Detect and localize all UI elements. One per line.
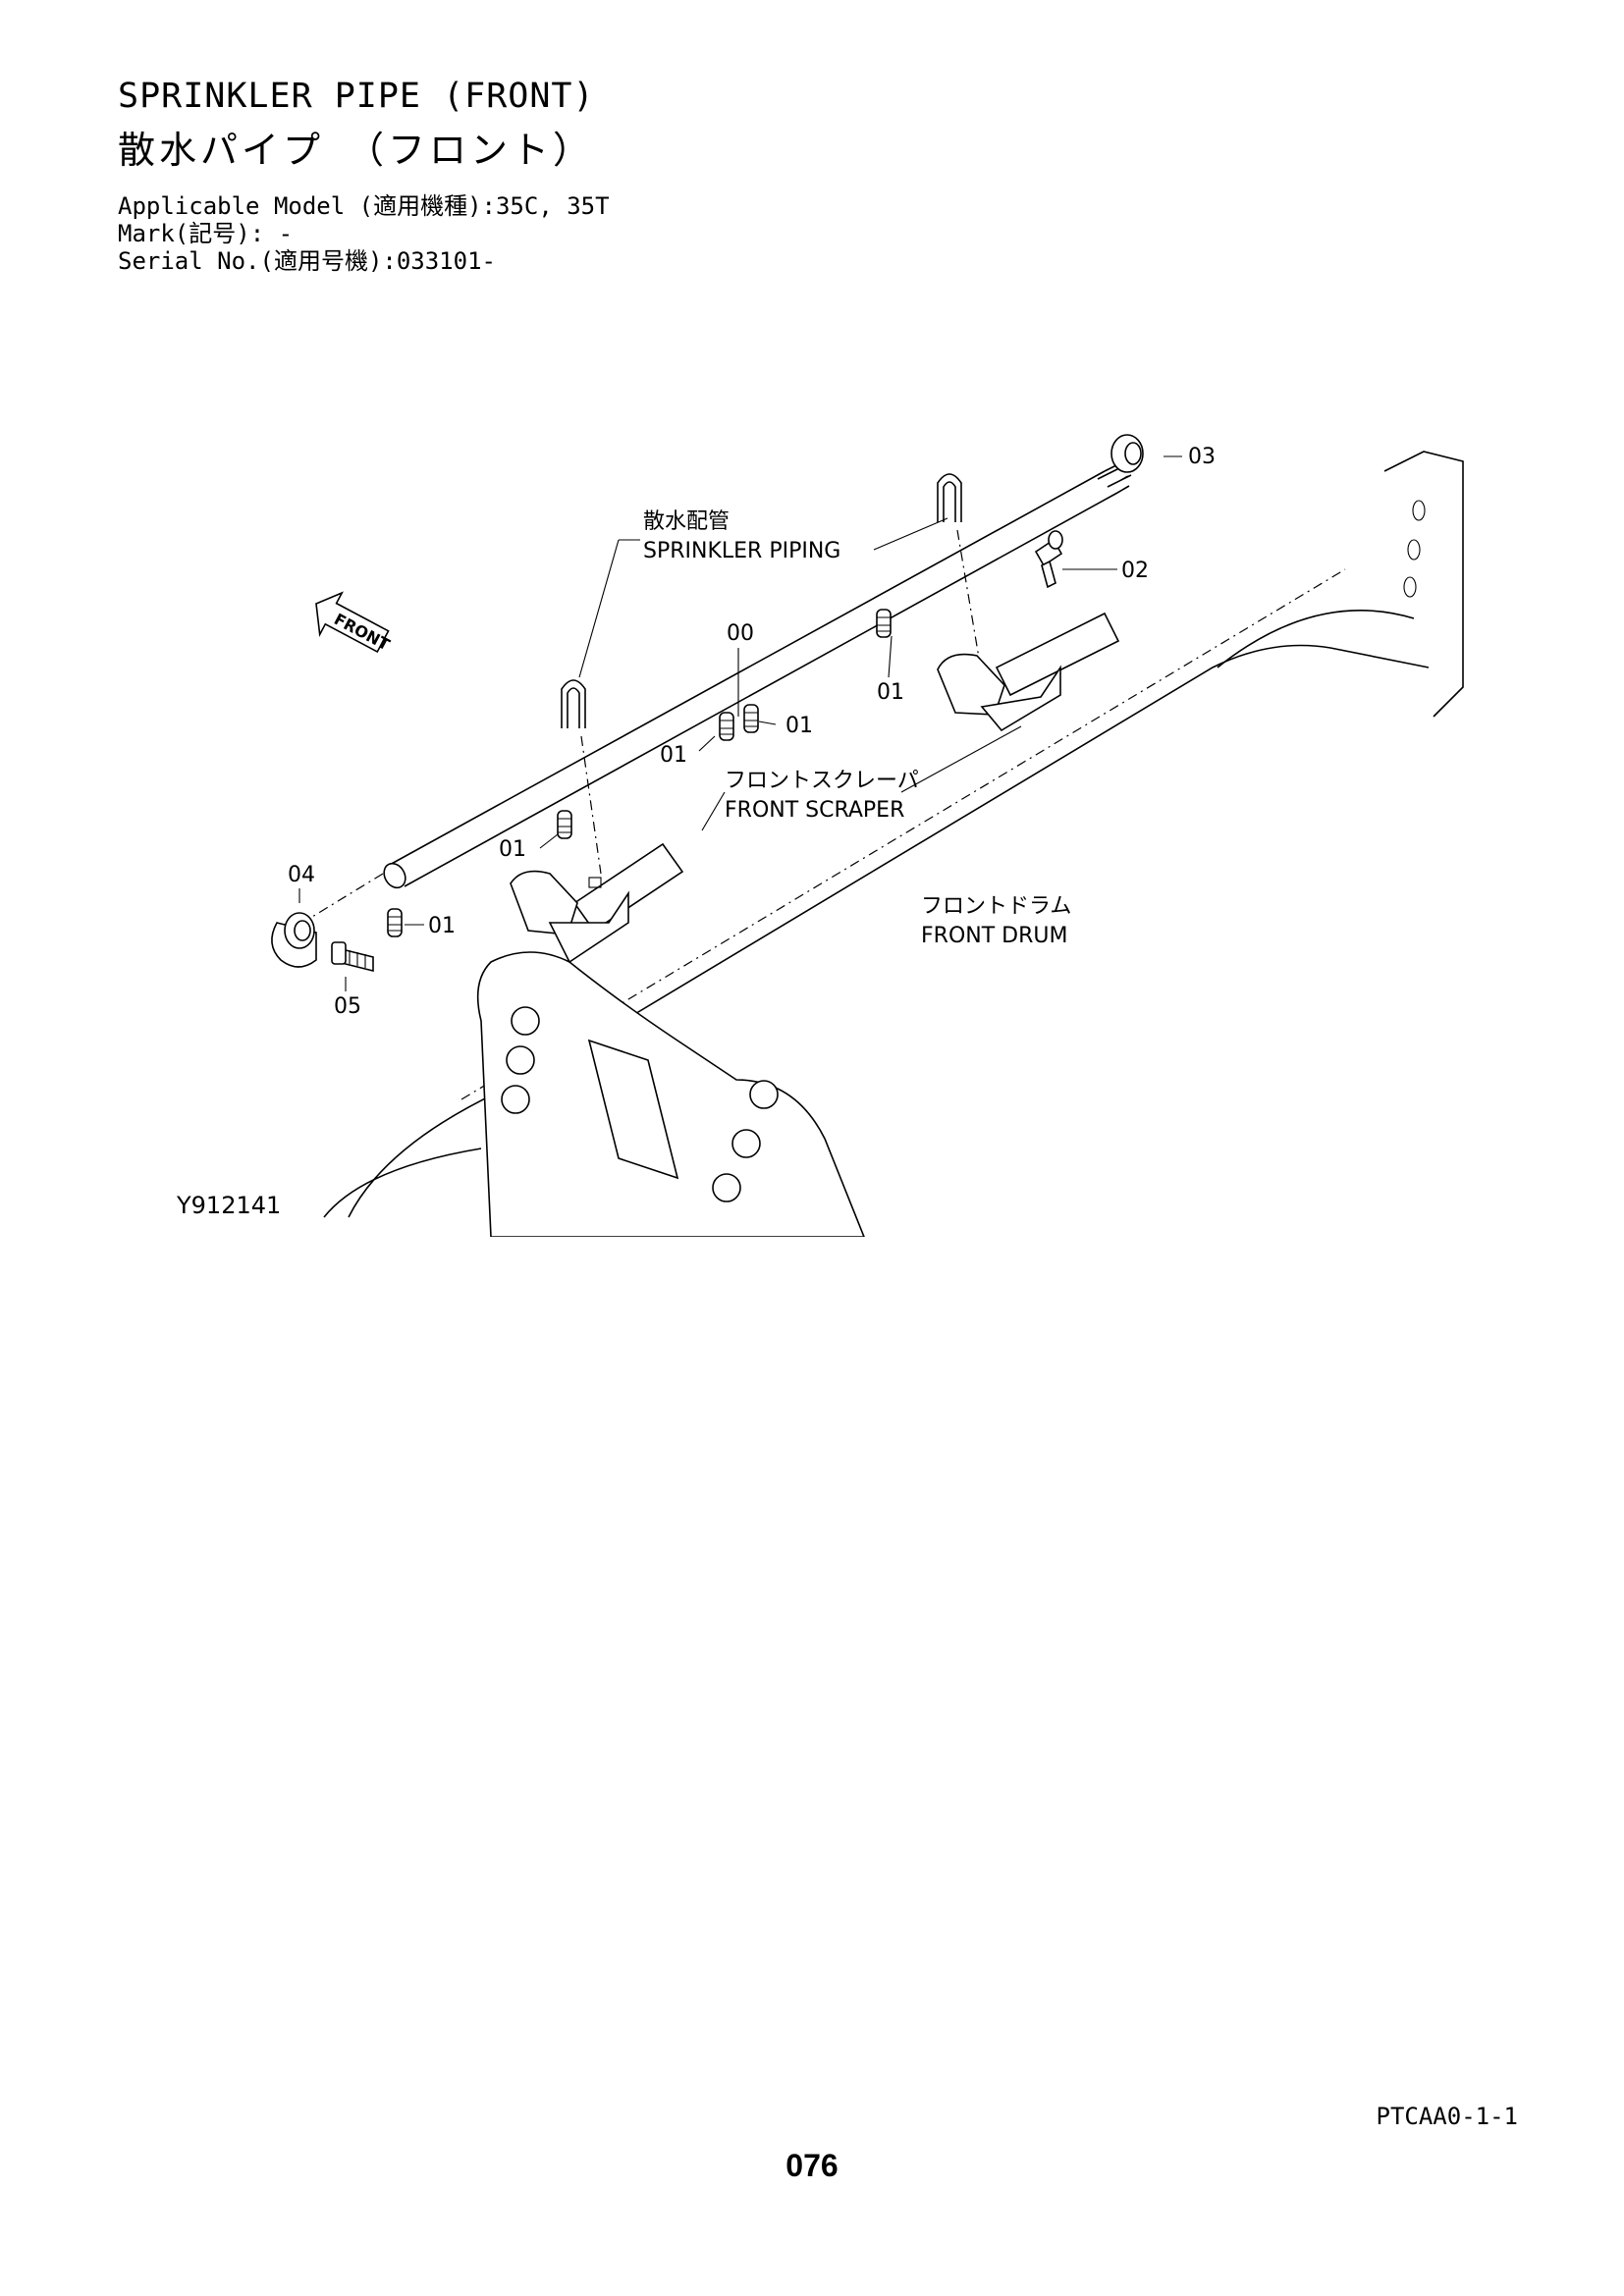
serial-number: Serial No.(適用号機):033101- [118, 247, 496, 275]
nozzle-group [387, 609, 892, 937]
scraper-bracket-right [937, 612, 1120, 732]
applicable-model: Applicable Model (適用機種):35C, 35T [118, 192, 610, 220]
sprinkler-piping-label-en: SPRINKLER PIPING [643, 539, 840, 563]
callout-01: 01 [660, 743, 687, 768]
callout-00: 00 [727, 621, 754, 646]
sprinkler-pipe [294, 462, 1132, 929]
callout-05: 05 [334, 994, 361, 1019]
scraper-bracket-left [510, 842, 684, 964]
pipe-cap [1110, 434, 1144, 473]
hose-nipple [331, 941, 374, 973]
front-scraper-label-jp: フロントスクレーパ [725, 769, 919, 793]
callout-04: 04 [288, 863, 315, 887]
page-number: 076 [785, 2148, 839, 2183]
side-frame [1383, 451, 1464, 718]
elbow-fitting [271, 912, 317, 968]
leader-lines [298, 455, 1182, 991]
document-reference: PTCAA0-1-1 [1376, 2103, 1519, 2130]
sprinkler-nozzle [1034, 530, 1063, 589]
callout-02: 02 [1121, 559, 1149, 583]
callout-01: 01 [785, 714, 813, 738]
illustration-id: Y912141 [176, 1192, 281, 1219]
callout-03: 03 [1188, 445, 1216, 469]
frame-plate [323, 951, 865, 1237]
front-direction-arrow: FRONT [315, 591, 393, 654]
page-title-japanese: 散水パイプ （フロント） [118, 129, 595, 172]
front-scraper-label-en: FRONT SCRAPER [725, 798, 904, 823]
mark: Mark(記号): - [118, 220, 294, 247]
u-bolt-left [561, 679, 602, 875]
front-drum-label-jp: フロントドラム [921, 894, 1071, 919]
sprinkler-piping-label-jp: 散水配管 [643, 509, 730, 534]
page-title: SPRINKLER PIPE (FRONT) [118, 77, 595, 116]
callout-01: 01 [499, 837, 526, 862]
exploded-parts-diagram: FRONT [176, 434, 1464, 1237]
u-bolt-right [937, 473, 983, 676]
callout-01: 01 [428, 914, 456, 938]
front-drum-label-en: FRONT DRUM [921, 924, 1067, 948]
callout-01: 01 [877, 680, 904, 705]
